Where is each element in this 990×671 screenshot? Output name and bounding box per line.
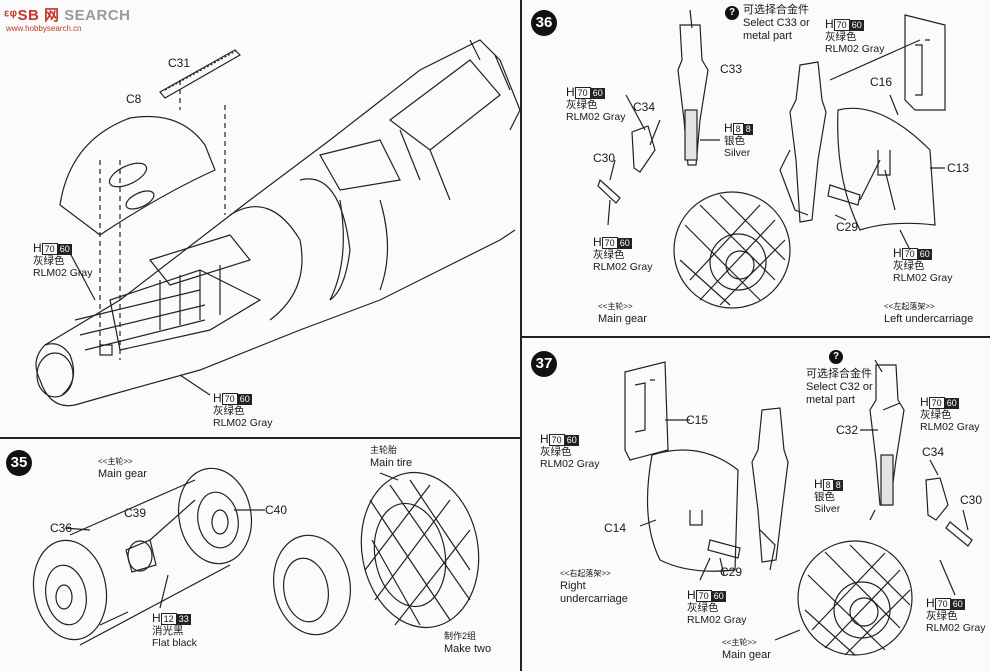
step35-drawing [32,467,480,646]
part-c31-strip [159,49,241,99]
step37-drawing [624,359,973,656]
part-c8-canopy [59,115,216,236]
label-c16: C16 [870,75,893,89]
watermark-logo: ᵋᵠSB 网 SEARCH [4,7,131,24]
label-c14: C14 [604,521,627,535]
label-c40: C40 [265,503,288,517]
label-c39: C39 [124,506,147,520]
watermark-url: www.hobbysearch.cn [6,24,82,33]
step-36-badge: 36 [531,10,557,36]
step-35-badge: 35 [6,450,32,476]
label-c29: C29 [720,565,743,579]
fuselage-drawing [35,39,521,407]
label-c8: C8 [126,92,142,106]
divider-vertical [520,0,522,671]
label-c30: C30 [960,493,983,507]
step37-main-gear-caption: <<主轮>>Main gear [722,638,771,661]
label-c31: C31 [168,56,191,70]
label-c29: C29 [836,220,859,234]
question-icon: ? [829,350,843,364]
step36-drawing [597,9,946,309]
step-37-badge: 37 [531,351,557,377]
label-c36: C36 [50,521,73,535]
step36-left-undercarriage-caption: <<左起落架>>Left undercarriage [884,302,974,325]
label-c34: C34 [633,100,656,114]
divider-left-horizontal [0,437,520,439]
question-icon: ? [725,6,739,20]
divider-right-horizontal [520,336,990,338]
label-c15: C15 [686,413,709,427]
label-c32: C32 [836,423,859,437]
step36-main-gear-caption: <<主轮>>Main gear [598,302,647,325]
label-c34: C34 [922,445,945,459]
step35-main-gear-caption: <<主轮>>Main gear [98,457,147,480]
label-c13: C13 [947,161,970,175]
label-c30: C30 [593,151,616,165]
label-c33: C33 [720,62,743,76]
